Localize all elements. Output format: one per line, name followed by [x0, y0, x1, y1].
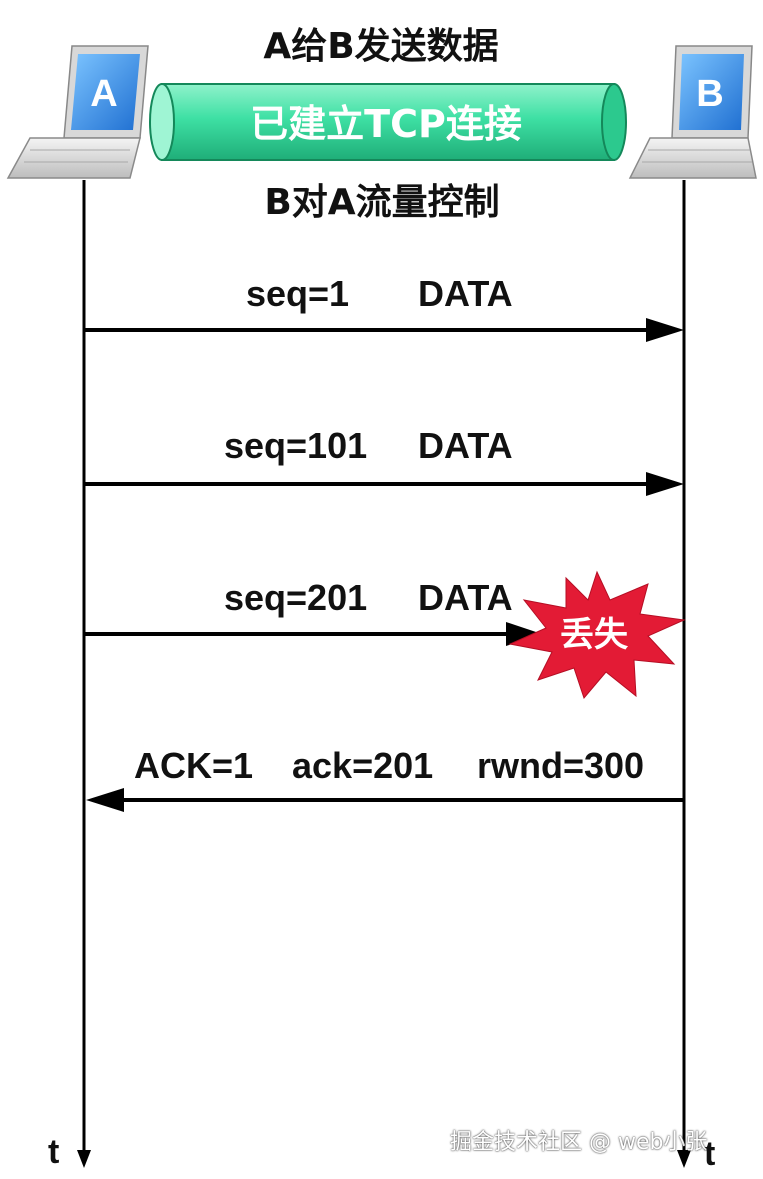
message-1-arrow-head — [646, 318, 684, 342]
message-3-arrow-head — [506, 622, 542, 646]
ack-arrow-head — [86, 788, 124, 812]
timeline-a-arrow — [77, 1150, 91, 1168]
tcp-connection-label: 已建立TCP连接 — [250, 102, 522, 146]
loss-burst-icon — [508, 570, 686, 700]
timeline-b-arrow — [677, 1150, 691, 1168]
message-2-arrow-head — [646, 472, 684, 496]
timeline-a-label: t — [48, 1133, 59, 1171]
laptop-a-icon — [6, 45, 149, 179]
tcp-connection-pipe — [149, 83, 627, 161]
diagram-subtitle: B对A流量控制 — [264, 182, 499, 223]
host-a-label: A — [90, 73, 117, 115]
ack-flag: ACK=1 — [134, 745, 253, 786]
message-1-payload: DATA — [418, 273, 513, 314]
ack-rwnd: rwnd=300 — [477, 745, 644, 786]
timeline-b-label: t — [704, 1135, 715, 1173]
message-2-payload: DATA — [418, 425, 513, 466]
host-b-label: B — [696, 73, 723, 115]
loss-label: 丢失 — [560, 615, 629, 655]
watermark: 掘金技术社区 @ web小张 — [450, 1130, 708, 1155]
message-2-seq: seq=101 — [224, 425, 367, 466]
ack-number: ack=201 — [292, 745, 433, 786]
laptop-b-icon — [628, 45, 757, 179]
message-3-payload: DATA — [418, 577, 513, 618]
message-1-seq: seq=1 — [246, 273, 349, 314]
message-3-seq: seq=201 — [224, 577, 367, 618]
diagram-title: A给B发送数据 — [263, 26, 498, 67]
